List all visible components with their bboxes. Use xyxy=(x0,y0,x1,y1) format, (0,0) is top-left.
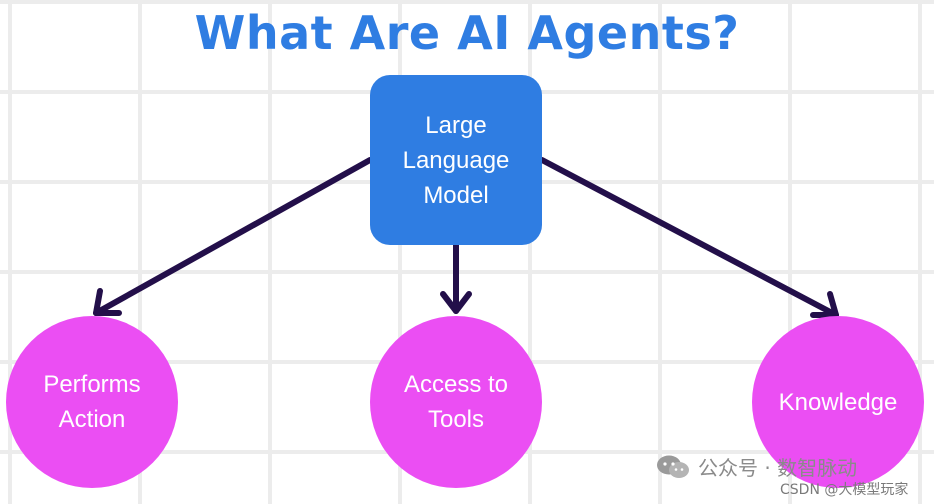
page-title: What Are AI Agents? xyxy=(194,6,740,60)
arrowhead-access-tools xyxy=(440,291,472,314)
arrow-to-performs-action xyxy=(93,157,373,316)
node-access-to-tools: Access to Tools xyxy=(370,316,542,488)
node-knowledge: Knowledge xyxy=(752,316,924,488)
arrow-to-knowledge xyxy=(539,157,839,318)
arrowhead-performs-action xyxy=(93,288,122,316)
watermark-text: 公众号 · 数智脉动 xyxy=(698,456,858,480)
node-label: Knowledge xyxy=(778,388,898,416)
arrowhead-knowledge xyxy=(810,291,839,318)
wechat-icon xyxy=(657,455,689,478)
llm-node: Large Language Model xyxy=(370,75,542,245)
node-performs-action: Performs Action xyxy=(6,316,178,488)
credit-text: CSDN @大模型玩家 xyxy=(780,482,909,498)
llm-node-label: Large Language Model xyxy=(402,111,510,209)
watermark: 公众号 · 数智脉动 xyxy=(656,452,857,481)
node-label: Performs Action xyxy=(43,371,141,433)
node-label: Access to Tools xyxy=(403,371,509,433)
